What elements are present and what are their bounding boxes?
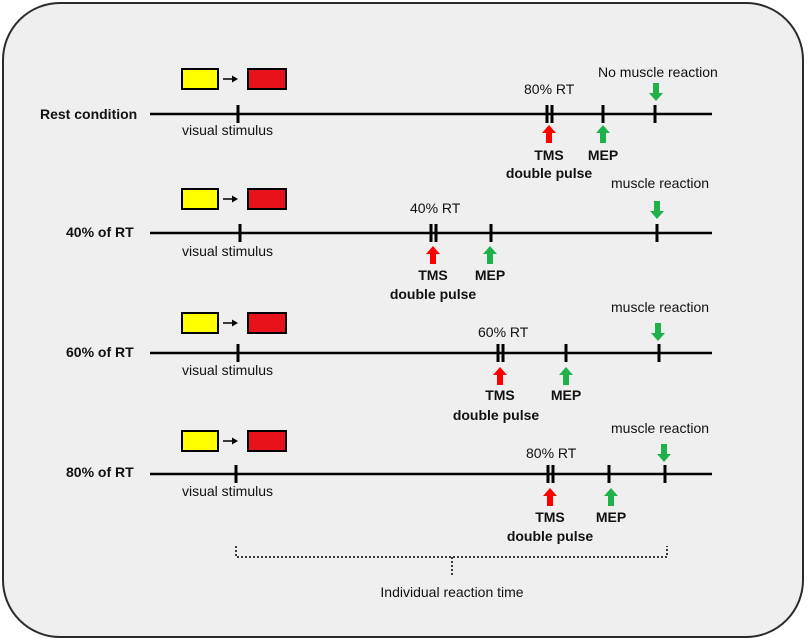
condition-label: 80% of RT	[66, 464, 134, 480]
red-stimulus-box	[247, 312, 287, 334]
row-80-percent: 80% of RT visual stimulus 80% RT TMS dou…	[66, 420, 712, 544]
reaction-arrow-icon	[651, 323, 665, 341]
pulse-label: 80% RT	[526, 445, 577, 461]
yellow-stimulus-box	[181, 430, 219, 452]
reaction-label: muscle reaction	[611, 420, 709, 436]
mep-arrow-icon	[604, 488, 618, 506]
stimulus-label: visual stimulus	[182, 122, 273, 138]
tms-label: TMS	[534, 147, 564, 163]
reaction-label: No muscle reaction	[598, 64, 718, 80]
red-stimulus-box	[247, 68, 287, 90]
tms-arrow-icon	[426, 246, 440, 264]
yellow-stimulus-box	[181, 188, 219, 210]
tms-arrow-icon	[542, 125, 556, 143]
stimulus-change-arrowhead	[232, 437, 238, 445]
stimulus-change-arrowhead	[232, 319, 238, 327]
pulse-label: 40% RT	[410, 200, 461, 216]
tms-arrow-icon	[493, 367, 507, 385]
double-pulse-label: double pulse	[506, 165, 593, 181]
stimulus-label: visual stimulus	[182, 483, 273, 499]
mep-arrow-icon	[483, 246, 497, 264]
pulse-label: 60% RT	[478, 324, 529, 340]
double-pulse-label: double pulse	[507, 528, 594, 544]
reaction-label: muscle reaction	[611, 175, 709, 191]
bracket-label: Individual reaction time	[380, 584, 523, 600]
tms-arrow-icon	[543, 488, 557, 506]
bracket-line	[235, 546, 668, 558]
mep-label: MEP	[475, 267, 505, 283]
yellow-stimulus-box	[181, 312, 219, 334]
stimulus-change-arrowhead	[232, 195, 238, 203]
condition-label: 40% of RT	[66, 224, 134, 240]
mep-label: MEP	[596, 509, 626, 525]
tms-label: TMS	[418, 267, 448, 283]
reaction-time-bracket: Individual reaction time	[235, 546, 668, 600]
row-40-percent: 40% of RT visual stimulus 40% RT TMS dou…	[66, 175, 712, 302]
mep-arrow-icon	[559, 367, 573, 385]
diagram-panel	[2, 2, 804, 638]
reaction-arrow-icon	[649, 83, 663, 101]
mep-arrow-icon	[596, 125, 610, 143]
mep-label: MEP	[588, 147, 618, 163]
tms-label: TMS	[485, 387, 515, 403]
mep-label: MEP	[551, 387, 581, 403]
row-60-percent: 60% of RT visual stimulus 60% RT TMS dou…	[66, 299, 712, 423]
reaction-arrow-icon	[650, 201, 664, 219]
double-pulse-label: double pulse	[390, 286, 477, 302]
reaction-arrow-icon	[657, 444, 671, 462]
condition-label: 60% of RT	[66, 344, 134, 360]
tms-label: TMS	[535, 509, 565, 525]
stimulus-change-arrowhead	[232, 75, 238, 83]
pulse-label: 80% RT	[524, 81, 575, 97]
stimulus-label: visual stimulus	[182, 243, 273, 259]
red-stimulus-box	[247, 188, 287, 210]
yellow-stimulus-box	[181, 68, 219, 90]
red-stimulus-box	[247, 430, 287, 452]
condition-label: Rest condition	[40, 106, 137, 122]
double-pulse-label: double pulse	[453, 407, 540, 423]
reaction-label: muscle reaction	[611, 299, 709, 315]
stimulus-label: visual stimulus	[182, 362, 273, 378]
row-rest-condition: Rest condition visual stimulus 80% RT TM…	[40, 64, 718, 181]
